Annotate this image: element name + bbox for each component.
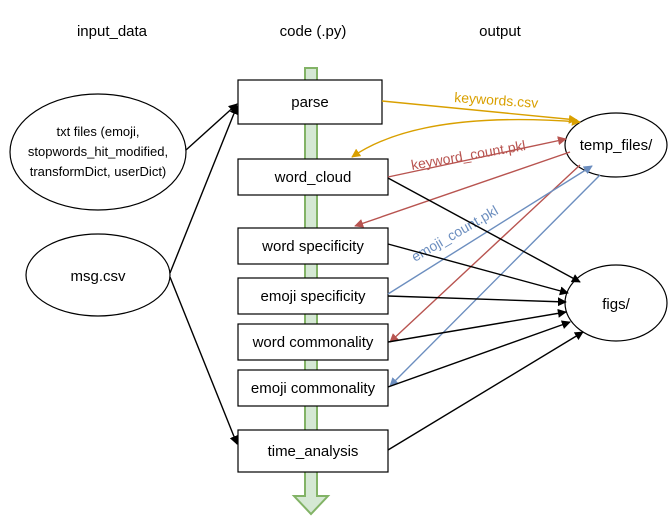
edge-emoji-commonality-to-figs xyxy=(387,320,571,388)
edge-temp-to-emoji-commonality xyxy=(389,174,601,387)
edge-time-analysis-to-figs xyxy=(387,331,584,451)
txt-files-line-2: stopwords_hit_modified, xyxy=(28,144,168,159)
header-code: code (.py) xyxy=(280,23,347,40)
edge-wordcloud-to-temp xyxy=(387,136,567,178)
step-label-word-commonality: word commonality xyxy=(252,334,374,351)
label-emoji-count: emoji_count.pkl xyxy=(409,202,501,264)
edge-temp-to-word-specificity xyxy=(354,151,571,228)
txt-files-line-1: txt files (emoji, xyxy=(56,124,139,139)
edge-wordcloud-to-figs xyxy=(387,177,581,283)
edge-txt-to-parse xyxy=(185,103,238,151)
edge-emoji-specificity-to-temp xyxy=(387,165,593,295)
step-parse: parse xyxy=(237,79,383,125)
step-time-analysis: time_analysis xyxy=(237,429,389,473)
step-emoji-specificity: emoji specificity xyxy=(237,277,389,315)
edge-msg-to-parse xyxy=(169,105,239,274)
step-word-cloud: word_cloud xyxy=(237,158,389,196)
step-label-time-analysis: time_analysis xyxy=(268,443,359,460)
label-keyword-count: keyword_count.pkl xyxy=(410,137,527,173)
edge-temp-to-word-commonality xyxy=(389,164,581,343)
step-emoji-commonality: emoji commonality xyxy=(237,369,389,407)
step-label-emoji-specificity: emoji specificity xyxy=(260,288,366,305)
temp-files-label: temp_files/ xyxy=(580,137,653,154)
step-label-word-cloud: word_cloud xyxy=(274,169,352,186)
label-keywords-csv: keywords.csv xyxy=(454,89,539,111)
header-input-data: input_data xyxy=(77,23,148,40)
output-figs: figs/ xyxy=(564,264,668,342)
step-word-commonality: word commonality xyxy=(237,323,389,361)
step-label-word-specificity: word specificity xyxy=(261,238,364,255)
figs-label: figs/ xyxy=(602,296,630,313)
edge-emoji-specificity-to-figs xyxy=(387,295,567,307)
output-temp-files: temp_files/ xyxy=(564,112,668,178)
step-label-emoji-commonality: emoji commonality xyxy=(251,380,376,397)
txt-files-line-3: transformDict, userDict) xyxy=(30,164,167,179)
edge-word-commonality-to-figs xyxy=(387,308,567,343)
step-label-parse: parse xyxy=(291,94,329,111)
edge-word-specificity-to-figs xyxy=(387,243,569,296)
input-msg-csv: msg.csv xyxy=(25,233,171,317)
input-txt-files: txt files (emoji, stopwords_hit_modified… xyxy=(9,93,187,211)
msg-csv-label: msg.csv xyxy=(70,268,126,285)
edge-temp-to-wordcloud xyxy=(351,116,581,158)
edge-parse-to-temp xyxy=(381,100,578,124)
edge-msg-to-time xyxy=(169,276,239,445)
header-output: output xyxy=(479,23,522,40)
step-word-specificity: word specificity xyxy=(237,227,389,265)
